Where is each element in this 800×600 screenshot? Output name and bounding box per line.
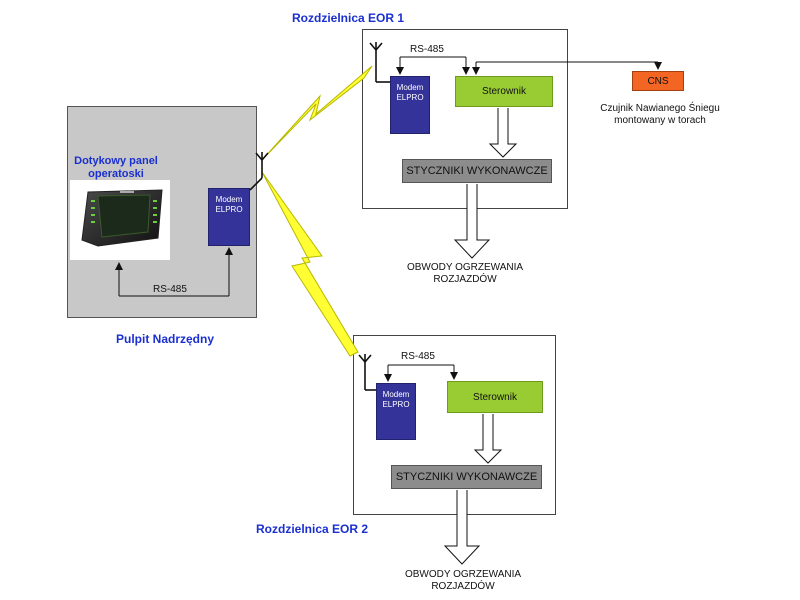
cns-caption-line2: montowany w torach [614, 115, 706, 126]
arrow-icon [488, 108, 518, 158]
touch-panel-icon [81, 189, 163, 247]
eor2-bus-label: RS-485 [401, 351, 435, 362]
master-title: Pulpit Nadrzędny [115, 332, 214, 346]
eor2-contactors: STYCZNIKI WYKONAWCZE [391, 465, 542, 489]
eor1-contactors: STYCZNIKI WYKONAWCZE [402, 159, 552, 183]
eor1-output-label: OBWODY OGRZEWANIA ROZJAZDÓW [390, 262, 540, 286]
arrow-icon [473, 414, 503, 464]
eor2-controller: Sterownik [447, 381, 543, 413]
cns-box: CNS [632, 71, 684, 91]
panel-label-line1: Dotykowy panel [74, 155, 158, 167]
eor1-output-line2: ROZJAZDÓW [433, 274, 497, 285]
lightning-icon [261, 65, 373, 161]
antenna-icon [358, 354, 376, 391]
eor2-title: Rozdzielnica EOR 2 [256, 522, 369, 536]
eor1-title: Rozdzielnica EOR 1 [292, 11, 405, 25]
cns-caption: Czujnik Nawianego Śniegu montowany w tor… [590, 103, 730, 127]
eor1-bus-label: RS-485 [410, 44, 444, 55]
panel-label: Dotykowy panel operatoski [66, 155, 166, 181]
arrow-icon [453, 184, 491, 259]
eor1-output-line1: OBWODY OGRZEWANIA [406, 262, 524, 273]
touch-panel-image [70, 180, 170, 260]
eor2-output-line2: ROZJAZDÓW [431, 581, 495, 592]
eor2-output-label: OBWODY OGRZEWANIA ROZJAZDÓW [388, 569, 538, 593]
antenna-icon [249, 152, 269, 191]
cns-caption-line1: Czujnik Nawianego Śniegu [600, 103, 720, 114]
antenna-icon [369, 42, 390, 83]
master-modem: Modem ELPRO [208, 188, 250, 246]
eor1-controller: Sterownik [455, 76, 553, 107]
eor2-output-line1: OBWODY OGRZEWANIA [404, 569, 522, 580]
master-bus-label: RS-485 [153, 284, 187, 295]
arrow-icon [443, 490, 481, 565]
lightning-icon [261, 171, 359, 357]
eor2-modem: Modem ELPRO [376, 383, 416, 440]
eor1-modem: Modem ELPRO [390, 76, 430, 134]
panel-label-line2: operatoski [88, 168, 144, 180]
